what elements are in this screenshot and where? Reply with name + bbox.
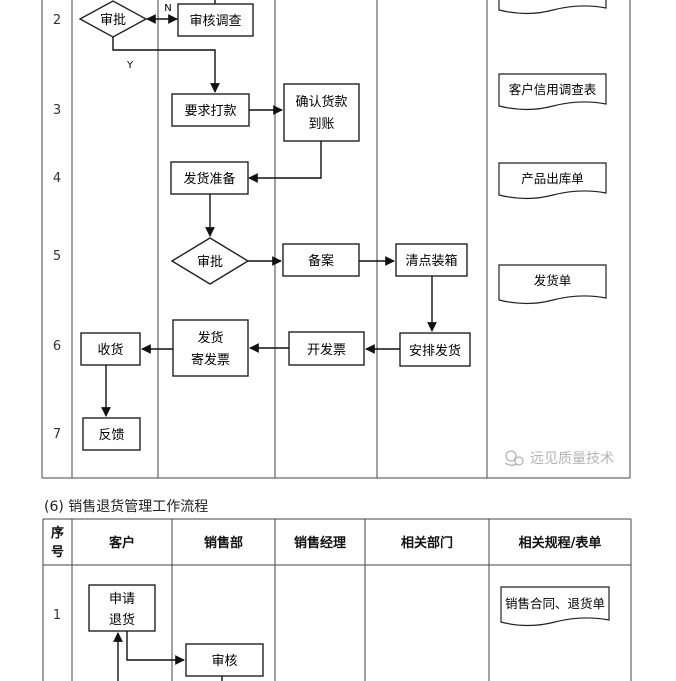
receive-goods-box: 收货 (80, 332, 141, 366)
arrange-shipment-box: 安排发货 (399, 332, 471, 367)
no-branch-label: N (164, 3, 171, 14)
flow1-top-document-fragment (498, 0, 607, 15)
doc-outbound-order: 产品出库单 (498, 162, 607, 200)
issue-invoice-box: 开发票 (288, 331, 365, 366)
audit-investigation-label: 审核调查 (189, 14, 241, 29)
arrow-confirm-to-prepare (248, 141, 322, 183)
flow1-row-number: 6 (53, 339, 61, 354)
approve-diamond-2: 审批 (170, 237, 250, 285)
approve-diamond-1: 审批 (78, 0, 148, 38)
issue-invoice-label: 开发票 (307, 342, 346, 358)
yes-branch-arrow (112, 37, 220, 93)
doc-contract-return: 销售合同、退货单 (500, 586, 610, 627)
doc-delivery-note: 发货单 (498, 264, 607, 305)
header-regulations-forms: 相关规程/表单 (519, 535, 602, 551)
header-seq-line2: 号 (51, 545, 64, 560)
doc-contract-return-label: 销售合同、退货单 (505, 596, 605, 611)
prepare-shipment-label: 发货准备 (183, 171, 235, 187)
confirm-payment-label-line2: 到账 (308, 117, 334, 132)
flow1-row-number: 5 (53, 249, 61, 264)
apply-return-box: 申请 退货 (88, 584, 156, 632)
doc-credit-survey: 客户信用调查表 (498, 73, 607, 111)
flow1-row-number: 4 (53, 171, 61, 186)
ship-send-invoice-box: 发货 寄发票 (172, 319, 249, 377)
ship-send-invoice-label-line1: 发货 (197, 330, 223, 346)
confirm-payment-label-line1: 确认货款 (295, 94, 347, 110)
flow2-section-title: (6) 销售退货管理工作流程 (44, 499, 209, 515)
header-customer: 客户 (109, 535, 135, 551)
flow1-row-number: 2 (53, 13, 61, 28)
header-sales-manager: 销售经理 (294, 535, 346, 551)
count-pack-box: 清点装箱 (395, 243, 468, 277)
flow1-lane-grid (41, 0, 631, 479)
header-seq-line1: 序 (51, 525, 64, 541)
arrow-apply-to-review (126, 631, 185, 665)
header-sales-dept: 销售部 (204, 535, 243, 551)
yes-branch-label: Y (126, 60, 134, 71)
prepare-shipment-box: 发货准备 (170, 161, 249, 195)
feedback-label: 反馈 (98, 428, 124, 443)
request-payment-label: 要求打款 (184, 104, 236, 119)
receive-goods-label: 收货 (97, 342, 123, 358)
file-record-label: 备案 (308, 253, 334, 269)
doc-outbound-order-label: 产品出库单 (521, 171, 584, 186)
ship-send-invoice-label-line2: 寄发票 (191, 352, 230, 368)
request-payment-box: 要求打款 (171, 93, 250, 127)
confirm-payment-box: 确认货款 到账 (283, 83, 360, 142)
flow2-table-grid (42, 518, 632, 681)
watermark-text: 远见质量技术 (530, 451, 614, 467)
arrange-shipment-label: 安排发货 (409, 343, 461, 359)
watermark-logo-icon (504, 450, 524, 466)
flow1-row-number: 3 (53, 103, 61, 118)
doc-delivery-note-label: 发货单 (534, 273, 572, 288)
flow2-row-number: 1 (53, 608, 61, 623)
audit-investigation-box: 审核调查 (177, 3, 254, 37)
review-box: 审核 (185, 643, 264, 677)
count-pack-label: 清点装箱 (405, 253, 457, 269)
apply-return-label-line2: 退货 (109, 612, 135, 628)
approve-diamond-1-label: 审批 (100, 13, 126, 28)
feedback-box: 反馈 (82, 417, 141, 451)
apply-return-label-line1: 申请 (109, 592, 135, 607)
doc-credit-survey-label: 客户信用调查表 (509, 82, 597, 97)
watermark: 远见质量技术 (504, 450, 614, 467)
header-related-dept: 相关部门 (401, 535, 453, 551)
review-label: 审核 (211, 654, 237, 669)
file-record-box: 备案 (282, 243, 360, 277)
flow1-row-number: 7 (53, 427, 61, 442)
approve-diamond-2-label: 审批 (197, 255, 223, 270)
